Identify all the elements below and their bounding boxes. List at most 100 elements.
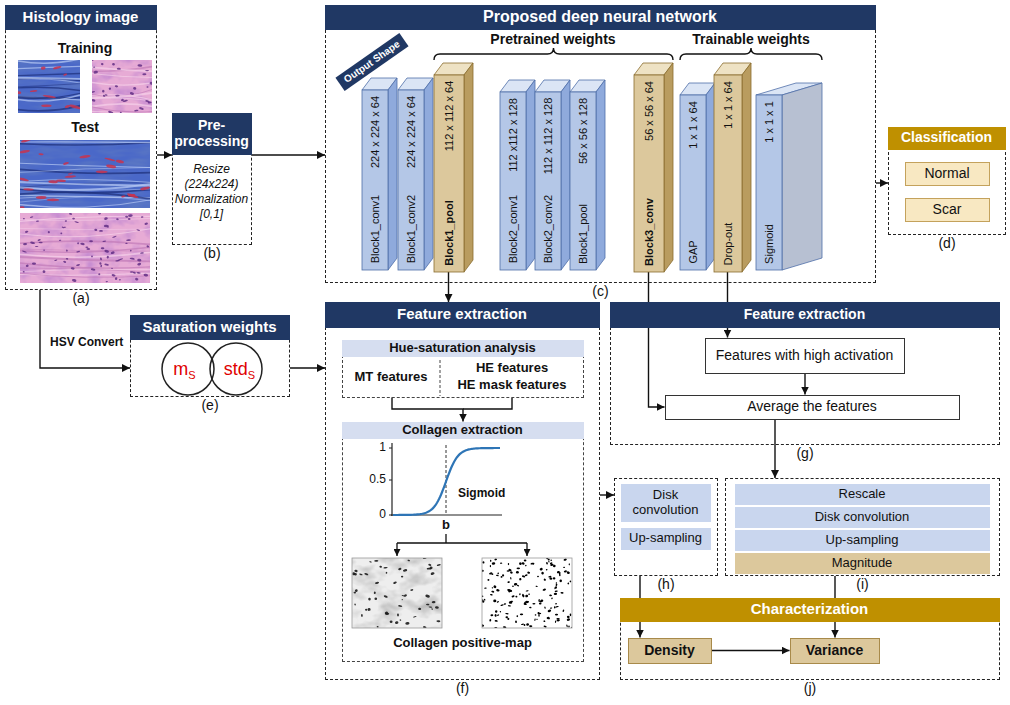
tissue-speck [115,95,119,97]
tissue-speck [519,578,522,581]
symbol-group: mS [173,358,195,379]
tissue-speck [550,559,552,561]
tissue-speck [376,626,378,628]
section-divider [440,360,441,396]
tissue-speck [428,564,432,567]
tissue-speck [497,614,500,616]
tissue-fiber [20,196,150,201]
tissue-speck [566,571,570,574]
tissue-speck [507,589,511,591]
tissue-speck [510,577,512,580]
tissue-speck [39,242,43,244]
tissue-speck [504,603,507,605]
annotation-label: 0.5 [369,473,386,487]
tissue-fiber [20,241,150,245]
flow-arrow [804,374,805,395]
tissue-speck [510,571,513,574]
tissue-speck [490,594,493,596]
tissue-speck [130,250,132,252]
panel-letter: (i) [856,577,868,591]
tissue-speck [536,619,538,621]
tissue-speck [48,231,50,234]
symbol-subscript: S [188,368,195,380]
tissue-speck [525,601,528,604]
tissue-speck [89,240,93,242]
panel-letter: (e) [201,398,218,412]
tissue-speck [546,562,548,565]
tissue-speck [398,605,402,607]
tissue-speck [559,579,562,582]
layer-side-face [388,78,397,270]
stain-ground [20,213,150,283]
tissue-speck [141,216,144,218]
tissue-speck [529,625,532,627]
tissue-speck [23,243,27,245]
box-label: Features with high activation [716,348,893,364]
tissue-speck [74,221,79,223]
tissue-speck [137,259,142,262]
output-shape-label: 112 x112 x 128 [507,98,518,172]
tissue-speck [490,565,491,567]
merge-line [463,398,512,409]
tissue-fiber [18,83,80,87]
tissue-speck [115,85,119,88]
tissue-speck [512,585,514,587]
tissue-speck [555,590,558,592]
tissue-speck [126,239,131,241]
tissue-speck [111,268,113,270]
tissue-speck [41,104,51,107]
tissue-fiber [20,141,150,143]
flow-arrow [712,650,790,651]
process-box: Disk convolution [621,484,711,522]
tissue-speck [103,94,106,97]
tissue-fiber [18,104,80,110]
tissue-speck [562,609,564,612]
box-label: Density [644,643,695,659]
panel-frame: Saturation weights(e)mSstdS [130,315,290,397]
tissue-speck [100,257,102,260]
tissue-speck [60,232,62,234]
tissue-speck [548,561,550,563]
tissue-fiber [18,78,80,79]
tissue-speck [69,104,80,110]
tissue-speck [521,623,524,625]
tissue-speck [555,586,558,589]
tissue-speck [534,614,536,616]
tissue-speck [494,558,497,560]
tissue-speck [20,149,30,154]
tissue-speck [101,63,104,65]
tissue-speck [32,262,36,265]
layer-front-face [398,90,424,270]
tissue-speck [72,218,75,220]
tissue-fiber [20,167,150,172]
tissue-fiber [20,204,150,208]
tissue-speck [101,247,105,249]
annotation-label: HE features [476,361,548,376]
tissue-speck [129,194,135,196]
tissue-speck [56,179,66,182]
box-label: Variance [806,643,864,659]
tissue-speck [493,599,496,602]
tissue-speck [30,216,34,218]
tissue-speck [354,569,358,572]
tissue-speck [108,110,114,113]
tissue-speck [36,220,39,222]
tissue-speck [517,585,520,587]
tissue-speck [106,281,109,283]
tissue-speck [102,90,105,93]
panel-letter: (a) [72,291,89,305]
tissue-speck [93,66,95,68]
tissue-speck [418,608,421,611]
tissue-speck [505,613,509,615]
tissue-speck [384,611,388,615]
box-label: Rescale [839,487,886,502]
flow-arrow [392,398,463,422]
tissue-speck [537,576,539,578]
tissue-speck [425,594,430,598]
tissue-speck [544,606,546,609]
tissue-speck [98,273,100,275]
tissue-speck [136,229,140,231]
tissue-speck [559,574,561,577]
flow-arrow [448,272,449,303]
layer-side-face [742,63,751,272]
